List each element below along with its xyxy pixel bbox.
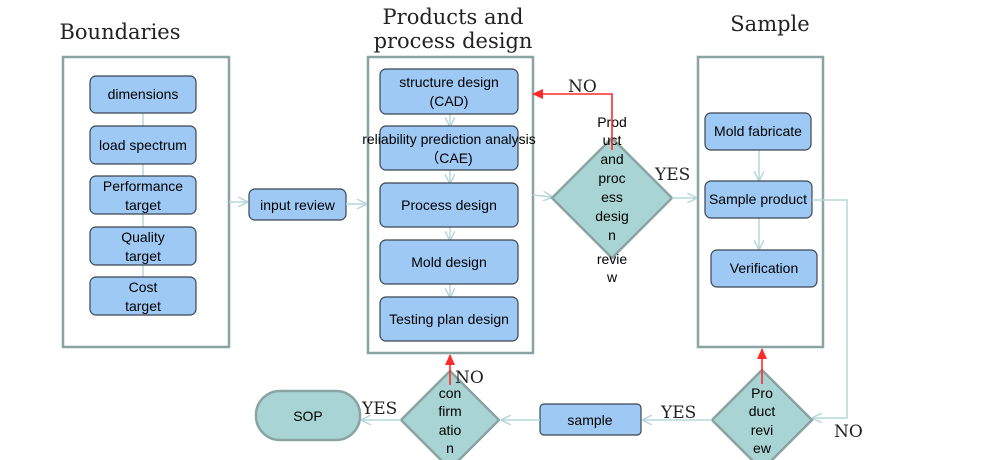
structure-design-box[interactable]	[379, 68, 519, 115]
yes-label-confirmation: YES	[361, 399, 397, 419]
svg-text:ess: ess	[601, 189, 623, 205]
cost-target-label-1: Cost	[129, 279, 158, 295]
no-label-design: NO	[568, 77, 597, 97]
confirmation-label-2: firm	[438, 403, 461, 419]
product-review-label-4: ew	[753, 440, 772, 456]
reliability-prediction-label-1: reliability prediction analysis	[362, 131, 536, 147]
confirmation-label-3: atio	[439, 422, 462, 438]
svg-text:revie: revie	[597, 251, 628, 267]
design-frame	[366, 55, 535, 355]
cost-target-label-2: target	[125, 298, 161, 314]
product-review-diamond[interactable]	[710, 368, 814, 460]
product-review-label-2: duct	[749, 403, 776, 419]
input-review-label: input review	[260, 197, 336, 213]
quality-target-label-2: target	[125, 248, 161, 264]
product-process-review-diamond[interactable]	[550, 136, 674, 260]
reliability-prediction-box[interactable]	[379, 125, 519, 171]
performance-target-box[interactable]	[89, 175, 197, 215]
load-spectrum-box[interactable]	[89, 125, 197, 165]
verification-label: Verification	[730, 260, 798, 276]
sop-label: SOP	[293, 408, 323, 424]
reliability-prediction-label-2: （CAE)	[425, 150, 472, 166]
structure-design-label-1: structure design	[399, 74, 499, 90]
performance-target-label-1: Performance	[103, 178, 183, 194]
product-review-label-1: Pro	[751, 385, 773, 401]
arrow-review-no-to-design	[532, 89, 613, 150]
no-label-confirmation: NO	[455, 368, 484, 388]
mold-fabricate-box[interactable]	[704, 112, 812, 151]
sample-frame	[696, 55, 825, 349]
process-design-box[interactable]	[379, 182, 519, 228]
mold-design-label: Mold design	[411, 254, 487, 270]
load-spectrum-label: load spectrum	[99, 137, 187, 153]
testing-plan-design-box[interactable]	[379, 296, 519, 342]
arrow-design-to-review	[532, 195, 552, 197]
confirmation-diamond[interactable]	[399, 369, 501, 460]
svg-text:proc: proc	[598, 170, 625, 186]
yes-label-design: YES	[654, 165, 690, 185]
mold-fabricate-label: Mold fabricate	[714, 123, 802, 139]
verification-box[interactable]	[710, 249, 818, 288]
svg-text:n: n	[608, 227, 616, 243]
quality-target-label-1: Quality	[121, 229, 165, 245]
process-design-label: Process design	[401, 197, 497, 213]
svg-text:desig: desig	[595, 208, 628, 224]
dimensions-box[interactable]	[89, 75, 197, 114]
performance-target-label-2: target	[125, 197, 161, 213]
svg-text:and: and	[600, 151, 623, 167]
product-process-review-label: Prod uct and proc ess desig n revie w	[595, 114, 628, 285]
svg-text:w: w	[606, 269, 618, 285]
cost-target-box[interactable]	[89, 276, 197, 316]
quality-target-box[interactable]	[89, 226, 197, 266]
product-review-label-3: revi	[751, 422, 774, 438]
yes-label-product-review: YES	[660, 403, 696, 423]
confirmation-label-4: n	[446, 440, 454, 456]
sample-label: sample	[567, 412, 612, 428]
sop-terminator[interactable]	[254, 389, 362, 442]
structure-design-label-2: (CAD)	[430, 93, 469, 109]
mold-design-box[interactable]	[379, 239, 519, 285]
header-sample: Sample	[730, 12, 809, 36]
arrow-sample-to-product-review	[812, 199, 848, 418]
sample-product-label: Sample product	[709, 191, 807, 207]
testing-plan-design-label: Testing plan design	[389, 311, 509, 327]
no-label-product-review: NO	[834, 422, 863, 442]
header-products-line2: process design	[374, 29, 533, 53]
dimensions-label: dimensions	[108, 86, 179, 102]
header-products-line1: Products and	[383, 5, 524, 29]
confirmation-label-1: con	[439, 385, 462, 401]
header-boundaries: Boundaries	[59, 20, 180, 44]
